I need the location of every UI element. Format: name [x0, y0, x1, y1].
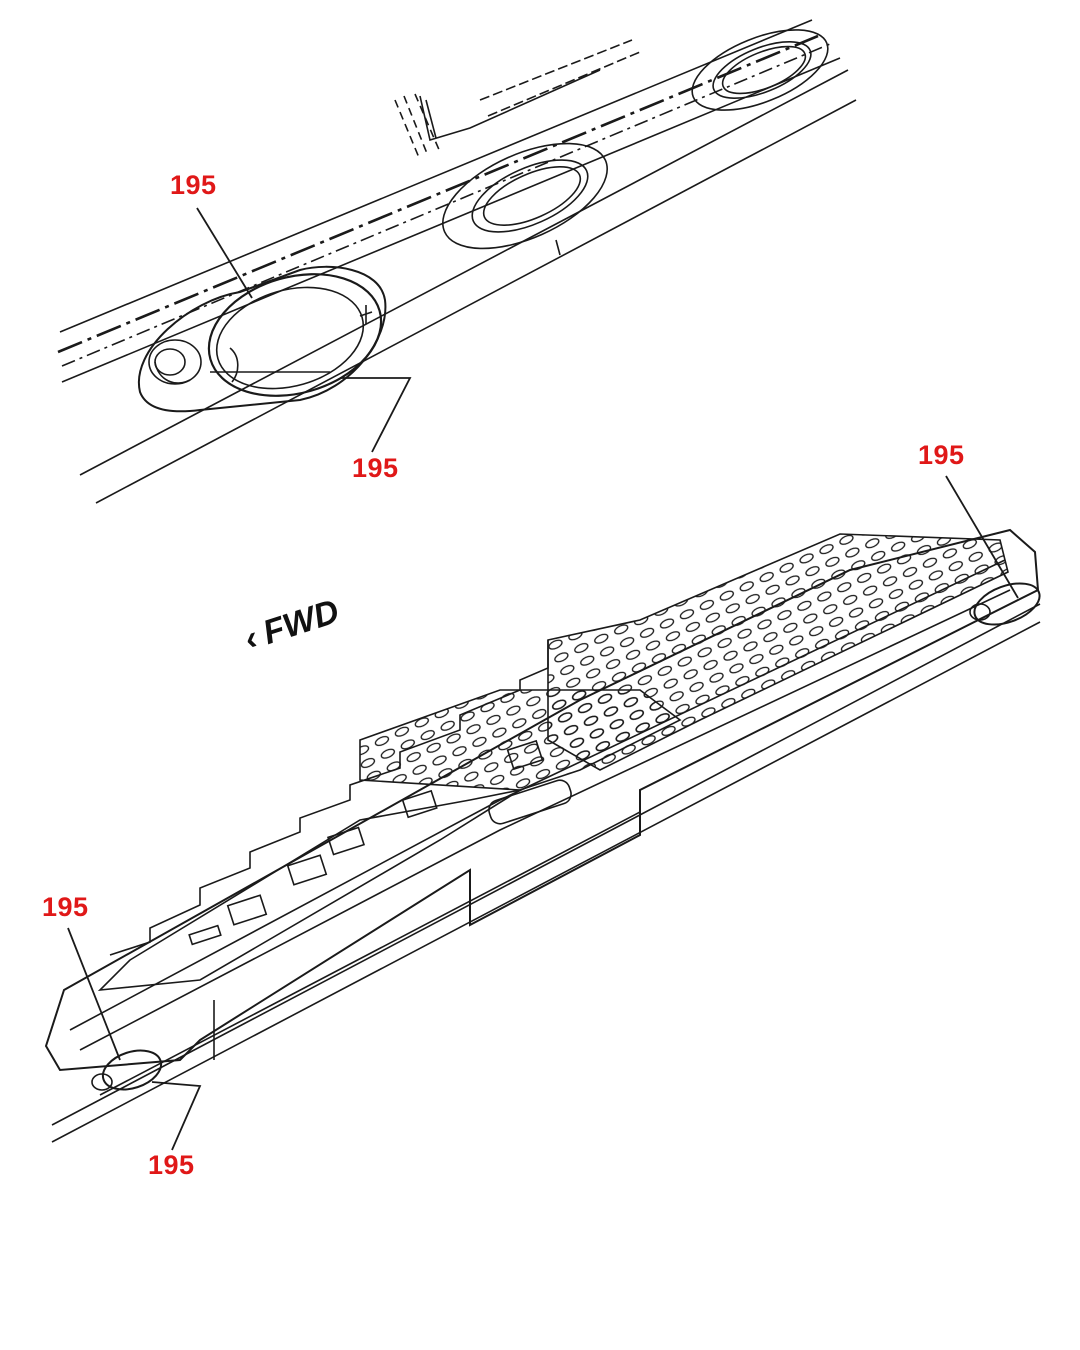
callout-label: 195	[42, 892, 89, 922]
leader-lines-bottom	[67, 475, 1019, 1151]
callout-label: 195	[918, 440, 965, 470]
callout-label: 195	[170, 170, 217, 200]
callout-label: 195	[352, 453, 399, 483]
floor-panel-assembly	[44, 528, 1041, 1143]
callout-label: 195	[148, 1150, 195, 1180]
detail-view	[57, 19, 857, 504]
leader-lines-top	[196, 207, 412, 453]
